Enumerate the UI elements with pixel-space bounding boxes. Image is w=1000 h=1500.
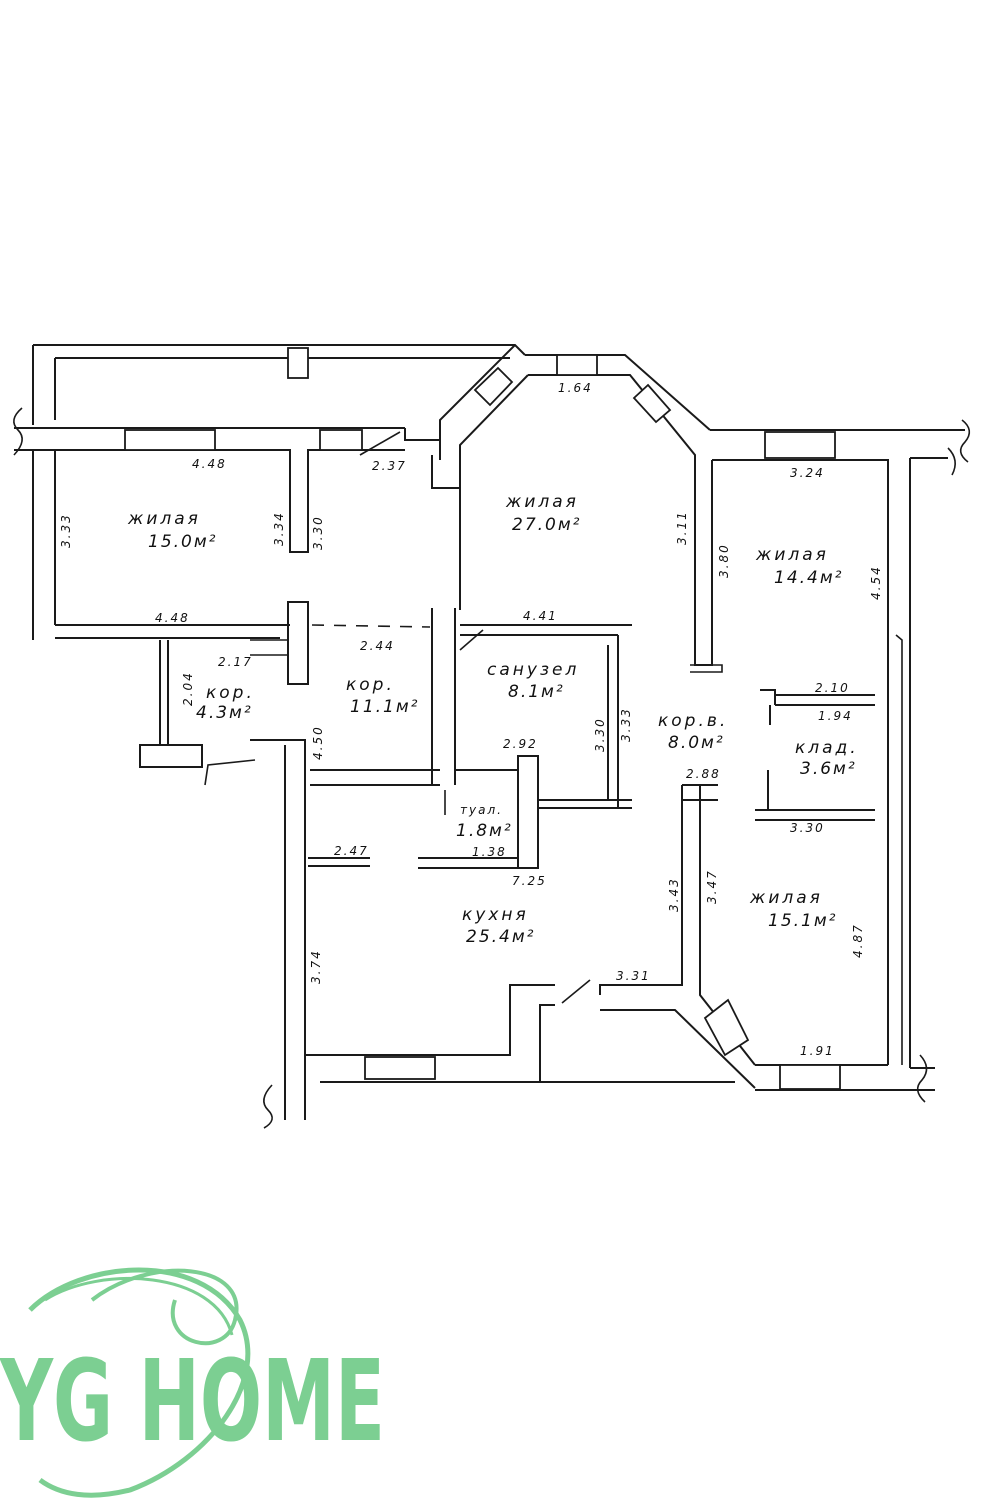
dimension: 2.47	[334, 844, 369, 858]
room-area-toilet: 1.8м²	[456, 821, 513, 841]
logo-text: YG HOME	[0, 1337, 385, 1467]
dimension: 2.17	[218, 655, 253, 669]
room-name-living-3: жилая	[755, 545, 829, 565]
dimension: 3.31	[616, 969, 651, 983]
dimension: 4.41	[523, 609, 558, 623]
dimension: 2.92	[503, 737, 538, 751]
windows	[124, 347, 841, 1090]
dimension: 1.64	[558, 381, 593, 395]
room-area-living-2: 27.0м²	[512, 515, 582, 535]
dimension: 2.44	[360, 639, 395, 653]
room-area-corridor-small: 4.3м²	[196, 703, 253, 723]
dimension: 3.11	[675, 510, 689, 545]
dimension: 3.33	[59, 513, 73, 548]
room-area-corridor-2: 8.0м²	[668, 733, 725, 753]
room-area-kitchen: 25.4м²	[466, 927, 536, 947]
dimension: 3.30	[790, 821, 825, 835]
dimension: 7.25	[512, 874, 547, 888]
dimension: 3.74	[309, 949, 323, 984]
room-area-living-3: 14.4м²	[774, 568, 844, 588]
dimension: 3.33	[619, 707, 633, 742]
room-name-toilet: туал.	[460, 803, 503, 817]
dimension: 3.24	[790, 466, 825, 480]
room-name-living-1: жилая	[127, 509, 201, 529]
room-area-living-1: 15.0м²	[148, 532, 218, 552]
room-labels: жилая 15.0м² жилая 27.0м² жилая 14.4м² ж…	[127, 492, 859, 947]
walls	[14, 344, 965, 1120]
door-marks	[13, 407, 971, 1129]
dimension: 4.87	[851, 923, 865, 958]
room-name-living-4: жилая	[749, 888, 823, 908]
dimension: 4.50	[311, 725, 325, 760]
room-name-bathroom: санузел	[487, 660, 579, 680]
room-name-kitchen: кухня	[462, 905, 529, 925]
dimension: 3.80	[717, 543, 731, 578]
dimension: 2.37	[372, 459, 407, 473]
room-name-corridor-2: кор.в.	[658, 711, 728, 731]
dimension: 1.94	[818, 709, 853, 723]
room-name-living-2: жилая	[505, 492, 579, 512]
dimension: 1.91	[800, 1044, 835, 1058]
dimension: 3.30	[593, 717, 607, 752]
room-name-corridor-small: кор.	[206, 683, 255, 703]
dimension: 2.04	[181, 671, 195, 706]
room-area-living-4: 15.1м²	[768, 911, 838, 931]
dimension: 3.30	[311, 515, 325, 550]
dimension: 3.34	[272, 511, 286, 546]
room-name-pantry: клад.	[795, 738, 859, 758]
dimension: 4.48	[155, 611, 190, 625]
dimension: 2.10	[815, 681, 850, 695]
dimension: 1.38	[472, 845, 507, 859]
dimension: 3.47	[705, 869, 719, 904]
dimension: 2.88	[686, 767, 721, 781]
room-area-bathroom: 8.1м²	[508, 682, 565, 702]
yg-home-logo: YG HOME	[0, 1267, 385, 1498]
dimension: 4.54	[869, 565, 883, 600]
logo-ring	[28, 1267, 251, 1498]
room-area-corridor-main: 11.1м²	[350, 697, 420, 717]
room-area-pantry: 3.6м²	[800, 759, 857, 779]
room-name-corridor-main: кор.	[346, 675, 395, 695]
dimension: 3.43	[667, 877, 681, 912]
dimension-labels: 4.48 3.33 3.34 3.30 4.48 2.37 1.64 3.11 …	[59, 381, 883, 1058]
dimension: 4.48	[192, 457, 227, 471]
